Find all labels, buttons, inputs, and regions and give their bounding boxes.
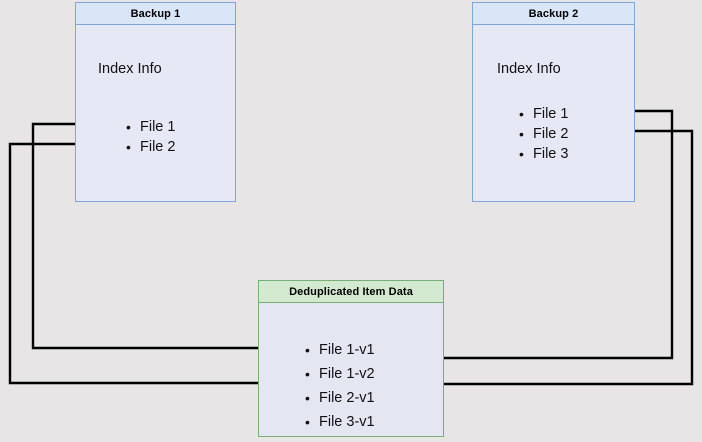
connector-backup1-file2 [8,142,299,392]
backup1-title: Backup 1 [76,3,235,25]
connector-backup2-file2 [391,129,694,393]
list-item: File 3-v1 [303,410,375,434]
dedup-box[interactable]: Deduplicated Item Data File 1-v1 File 1-… [258,280,444,437]
list-item: File 3 [517,144,568,164]
list-item: File 1 [517,104,568,124]
backup1-file-list: File 1 File 2 [124,117,175,157]
dedup-title: Deduplicated Item Data [259,281,443,303]
backup1-index-label: Index Info [98,61,162,77]
backup2-title: Backup 2 [473,3,634,25]
list-item: File 2 [517,124,568,144]
list-item: File 1-v1 [303,338,375,362]
backup1-box[interactable]: Backup 1 Index Info File 1 File 2 [75,2,236,202]
backup2-box[interactable]: Backup 2 Index Info File 1 File 2 File 3 [472,2,635,202]
backup2-index-label: Index Info [497,61,561,77]
list-item: File 1 [124,117,175,137]
connector-backup2-file1 [391,109,674,367]
backup2-file-list: File 1 File 2 File 3 [517,104,568,164]
list-item: File 1-v2 [303,362,375,386]
list-item: File 2-v1 [303,386,375,410]
dedup-item-list: File 1-v1 File 1-v2 File 2-v1 File 3-v1 [303,338,375,434]
list-item: File 2 [124,137,175,157]
